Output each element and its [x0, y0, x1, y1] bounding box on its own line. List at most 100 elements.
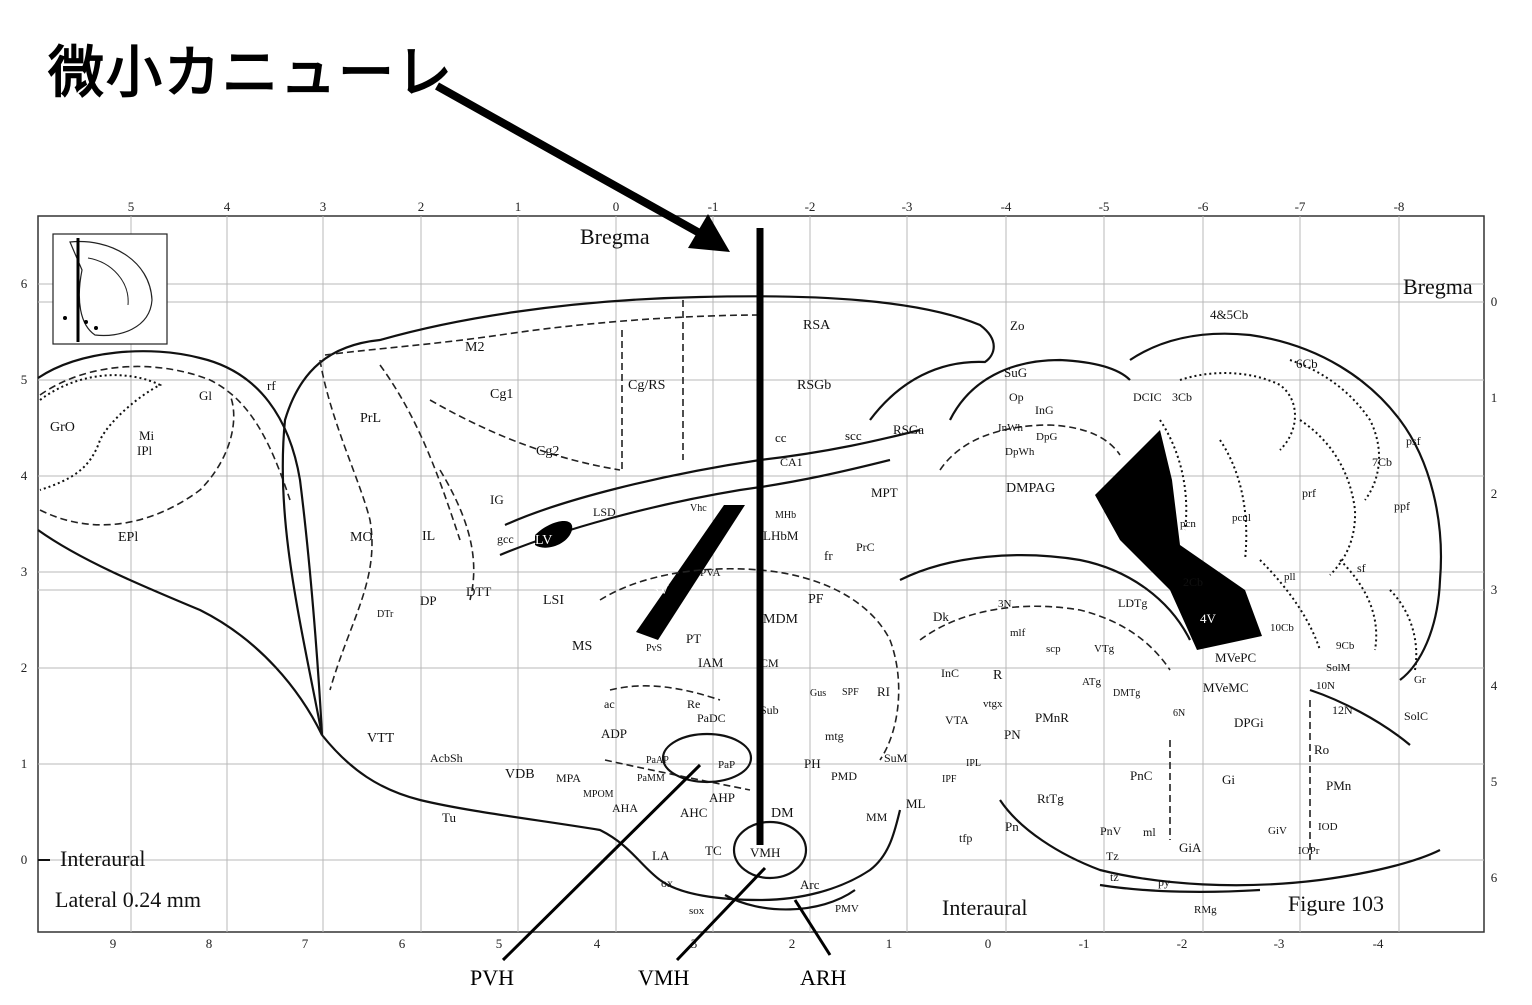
region-label: prf [1302, 486, 1316, 500]
top-tick: -3 [902, 199, 913, 214]
region-label: pcn [1180, 518, 1196, 530]
bottom-tick: 1 [886, 936, 893, 951]
region-label: VDB [505, 767, 535, 782]
right-axis: 0 1 2 3 4 5 6 [1491, 294, 1498, 885]
interaural-bottom-label: Interaural [942, 895, 1028, 920]
region-label: PVA [700, 567, 721, 579]
left-tick: 5 [21, 372, 28, 387]
region-label: psf [1406, 434, 1421, 448]
region-label: VTA [945, 713, 969, 727]
region-label: DpG [1036, 431, 1057, 443]
region-label: Gus [810, 688, 826, 699]
region-label: PH [804, 756, 821, 771]
region-label: EPl [118, 530, 138, 545]
region-label: pcul [1232, 512, 1251, 524]
right-tick: 4 [1491, 678, 1498, 693]
bottom-tick: -4 [1373, 936, 1384, 951]
right-tick: 6 [1491, 870, 1498, 885]
top-tick: 2 [418, 199, 425, 214]
region-label: gcc [497, 532, 514, 546]
region-label: ox [661, 876, 673, 890]
region-label: 2Cb [1183, 575, 1203, 589]
top-tick: -7 [1295, 199, 1306, 214]
region-label: VTT [367, 731, 395, 746]
interaural-left-label: Interaural [60, 846, 146, 871]
region-label: SuM [884, 751, 908, 765]
region-label: PMV [835, 903, 859, 915]
right-tick: 2 [1491, 486, 1498, 501]
region-label: MPOM [583, 789, 614, 800]
region-label: Dk [933, 609, 949, 624]
region-label: pll [1284, 571, 1296, 583]
region-label: VMH [750, 845, 780, 860]
region-label: PMn [1326, 778, 1352, 793]
region-label: tfp [959, 831, 972, 845]
region-label: RtTg [1037, 791, 1064, 806]
region-label: PvS [646, 643, 662, 654]
region-label: IL [422, 529, 435, 544]
region-label: Tu [442, 810, 456, 825]
left-tick: 4 [21, 468, 28, 483]
region-label: Re [687, 697, 700, 711]
left-tick: 6 [21, 276, 28, 291]
top-tick: -4 [1001, 199, 1012, 214]
bottom-tick: -3 [1274, 936, 1285, 951]
region-label: GiV [1268, 825, 1287, 837]
left-tick: 1 [21, 756, 28, 771]
region-label: DM [771, 806, 794, 821]
top-tick: -1 [708, 199, 719, 214]
region-label: Arc [800, 877, 820, 892]
brain-outline [37, 295, 1443, 911]
region-label: PN [1004, 727, 1021, 742]
region-label: ppf [1394, 499, 1410, 513]
region-label: PnV [1100, 824, 1122, 838]
top-axis: 5 4 3 2 1 0 -1 -2 -3 -4 -5 -6 -7 -8 [128, 199, 1405, 214]
region-label: Tz [1106, 849, 1119, 863]
region-label: IOD [1318, 821, 1338, 833]
region-label: Gi [1222, 772, 1235, 787]
region-label: SPF [842, 687, 859, 698]
left-tick: 2 [21, 660, 28, 675]
callout-lines [501, 763, 832, 962]
region-label: IAM [698, 655, 724, 670]
region-label: LV [535, 533, 552, 548]
bottom-axis: 9 8 7 6 5 4 3 2 1 0 -1 -2 -3 -4 [110, 936, 1384, 951]
callout-arh: ARH [800, 965, 847, 990]
right-tick: 1 [1491, 390, 1498, 405]
region-label: PrC [856, 540, 875, 554]
right-tick: 5 [1491, 774, 1498, 789]
region-label: MVeMC [1203, 680, 1249, 695]
region-label: MM [866, 810, 888, 824]
region-label: PaP [718, 759, 735, 771]
left-tick: 3 [21, 564, 28, 579]
region-label: PnC [1130, 768, 1152, 783]
region-label: Mi [139, 428, 155, 443]
region-label: ac [604, 697, 615, 711]
top-tick: 4 [224, 199, 231, 214]
region-label: CA1 [780, 455, 803, 469]
region-label: SolM [1326, 662, 1351, 674]
region-label: R [993, 668, 1003, 683]
bottom-tick: 2 [789, 936, 796, 951]
region-label: 10Cb [1270, 622, 1294, 634]
region-label: Cg/RS [628, 378, 665, 393]
region-label: InG [1035, 403, 1054, 417]
region-label: Zo [1010, 318, 1024, 333]
region-label: PaDC [697, 711, 726, 725]
top-tick: -2 [805, 199, 816, 214]
region-label: LDTg [1118, 596, 1147, 610]
region-label: Gl [199, 388, 212, 403]
region-label: DTr [377, 609, 394, 620]
region-label: DMPAG [1006, 481, 1055, 496]
region-label: DPGi [1234, 715, 1264, 730]
region-label: cc [775, 430, 787, 445]
region-label: DMTg [1113, 688, 1140, 699]
lateral-label: Lateral 0.24 mm [55, 887, 201, 912]
region-label: GrO [50, 420, 75, 435]
region-label: sf [1357, 561, 1366, 575]
region-label: mtg [825, 729, 844, 743]
region-label: 6Cb [1296, 356, 1318, 371]
region-label: MPA [556, 771, 581, 785]
bottom-tick: -2 [1177, 936, 1188, 951]
